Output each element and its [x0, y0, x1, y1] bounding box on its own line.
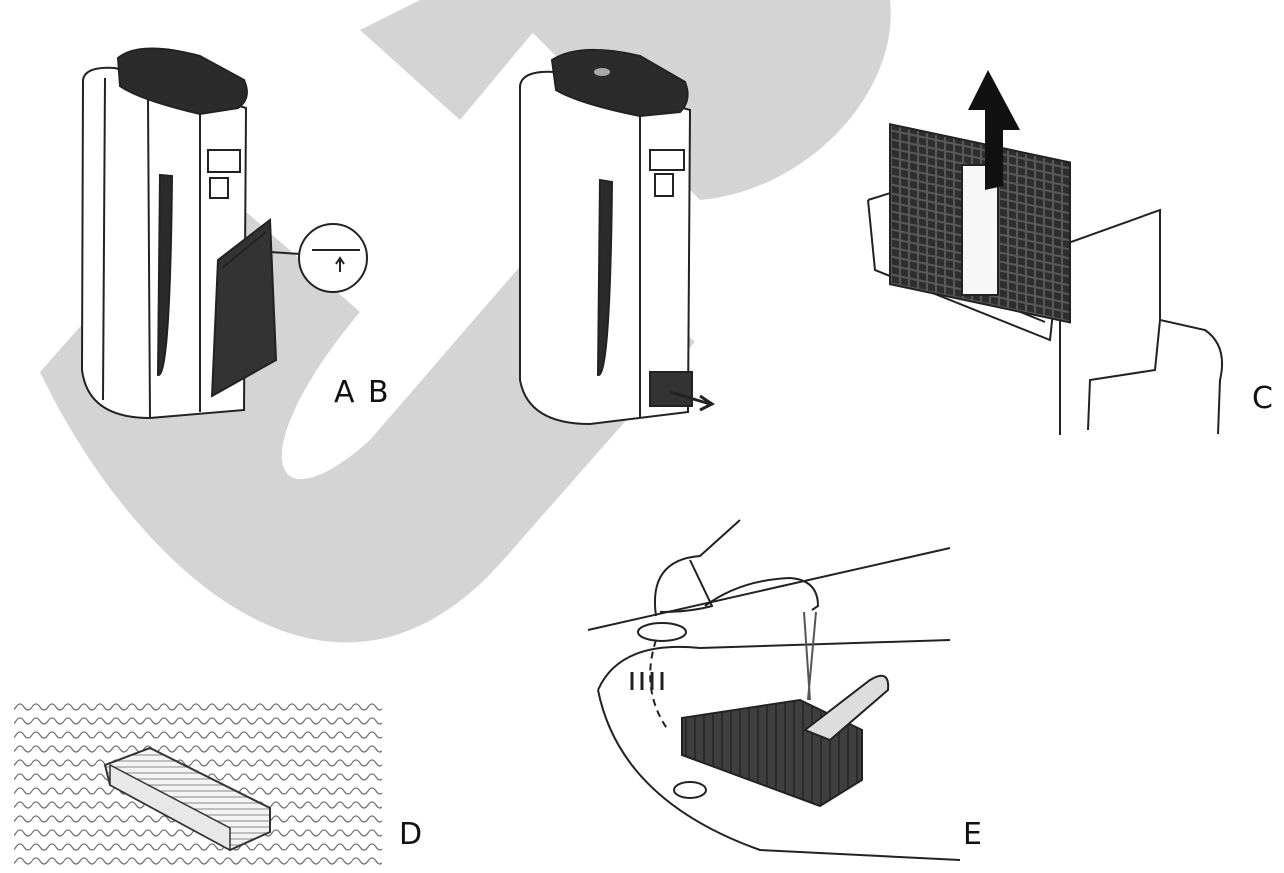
unit-b-illustration	[519, 48, 715, 426]
panel-d-illustration	[14, 700, 382, 868]
step-label-c: C	[1252, 381, 1273, 416]
panel-e-illustration	[587, 519, 961, 861]
step-label-d: D	[399, 817, 423, 852]
step-label-e: E	[963, 817, 982, 852]
unit-c-illustration	[867, 70, 1224, 435]
step-label-b: B	[368, 375, 389, 410]
step-label-a: A	[334, 375, 355, 410]
unit-a-illustration	[80, 47, 368, 420]
